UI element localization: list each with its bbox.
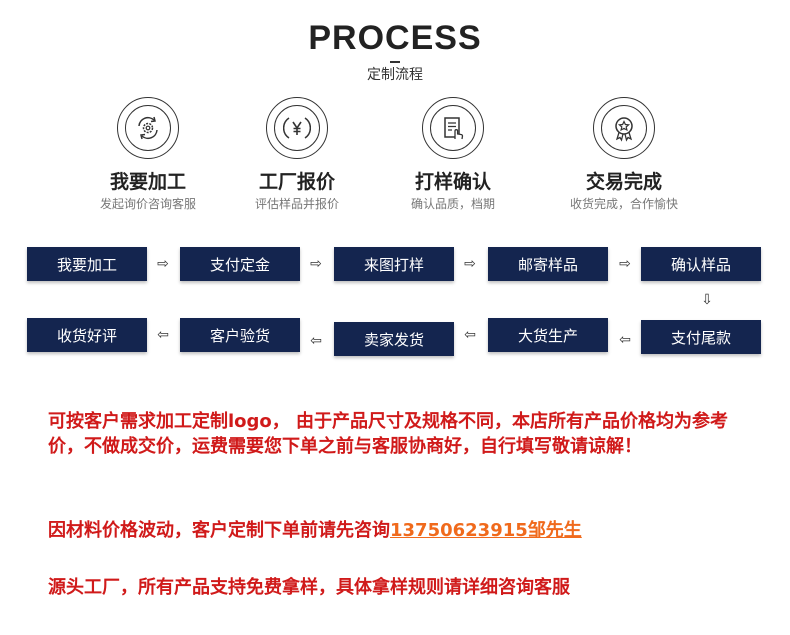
step-2-icon-frame (266, 97, 328, 159)
step-2-title: 工厂报价 (258, 171, 335, 193)
title-divider (390, 61, 400, 63)
flow-box-4: 邮寄样品 (488, 247, 608, 281)
step-2-desc: 评估样品并报价 (254, 197, 339, 211)
note-customization: 可按客户需求加工定制logo， 由于产品尺寸及规格不同，本店所有产品价格均为参考… (48, 411, 729, 457)
arrow-left-icon: ⇦ (157, 327, 169, 343)
step-1-title: 我要加工 (109, 171, 186, 193)
flow-box-8: 卖家发货 (334, 322, 454, 356)
step-1-icon-frame (117, 97, 179, 159)
contact-phone-link[interactable]: 13750623915邹先生 (390, 520, 582, 541)
page-subtitle: 定制流程 (367, 67, 423, 83)
arrow-right-icon: ⇨ (464, 256, 476, 272)
step-3-title: 打样确认 (414, 171, 491, 193)
flow-box-7: 大货生产 (488, 318, 608, 352)
step-4-icon-frame (593, 97, 655, 159)
step-1-desc: 发起询价咨询客服 (99, 197, 196, 211)
note-free-sample: 源头工厂，所有产品支持免费拿样，具体拿样规则请详细咨询客服 (48, 577, 570, 598)
arrow-right-icon: ⇨ (157, 256, 169, 272)
arrow-left-icon: ⇦ (619, 332, 631, 348)
note-price-prefix: 因材料价格波动，客户定制下单前请先咨询 (48, 520, 390, 541)
step-3-icon-frame (422, 97, 484, 159)
flow-box-10: 收货好评 (27, 318, 147, 352)
flow-box-6: 支付尾款 (641, 320, 761, 354)
step-3-desc: 确认品质，档期 (410, 197, 495, 211)
flow-box-3: 来图打样 (334, 247, 454, 281)
step-4-title: 交易完成 (585, 171, 662, 193)
flow-box-1: 我要加工 (27, 247, 147, 281)
gear-cycle-icon (138, 116, 158, 140)
flow-box-9: 客户验货 (180, 318, 300, 352)
flow-box-2: 支付定金 (180, 247, 300, 281)
page-title: PROCESS (308, 19, 482, 57)
award-star-icon (615, 117, 633, 142)
step-4-desc: 收货完成，合作愉快 (569, 197, 678, 211)
document-hand-icon (444, 117, 464, 140)
arrow-left-icon: ⇦ (464, 327, 476, 343)
note-price-contact: 因材料价格波动，客户定制下单前请先咨询13750623915邹先生 (48, 518, 758, 543)
arrow-right-icon: ⇨ (310, 256, 322, 272)
arrow-right-icon: ⇨ (619, 256, 631, 272)
arrow-down-icon: ⇩ (701, 292, 713, 308)
flow-box-5: 确认样品 (641, 247, 761, 281)
arrow-left-icon: ⇦ (310, 333, 322, 349)
yuan-icon (283, 117, 311, 139)
